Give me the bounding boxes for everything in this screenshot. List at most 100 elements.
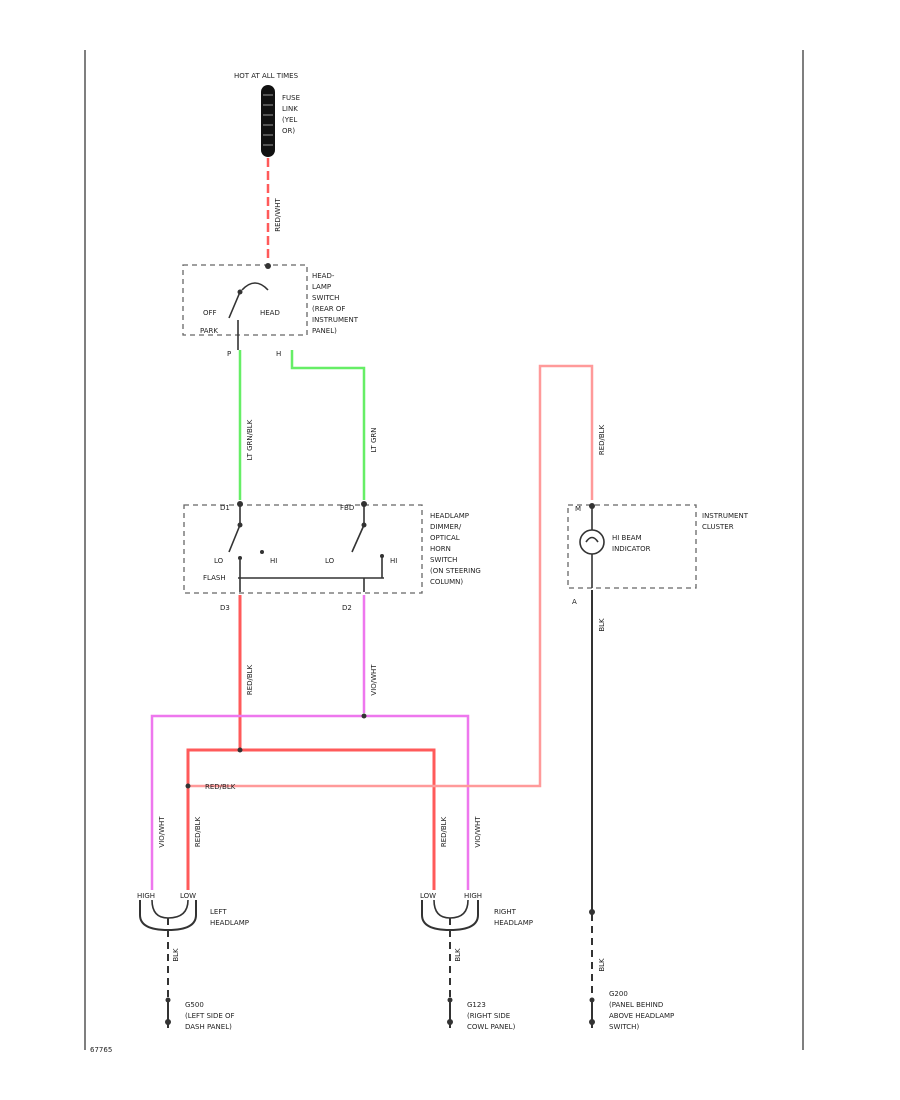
headlamp-switch-off: OFF <box>203 309 217 317</box>
dimmer-term-d1: D1 <box>220 504 230 512</box>
right-headlamp-pin-a: LOW <box>420 892 436 900</box>
wire-indicator-feed <box>188 364 594 788</box>
indicator-label-1: HI BEAM <box>612 534 642 542</box>
fuse-link <box>261 85 275 157</box>
wire-label-right-red: RED/BLK <box>440 816 448 847</box>
headlamp-switch-park: PARK <box>200 327 218 335</box>
dimmer-flash: FLASH <box>203 574 226 582</box>
terminal-p-label: P <box>227 350 231 358</box>
dimmer-left-blade <box>228 524 241 553</box>
left-headlamp-label-1: LEFT <box>210 908 227 916</box>
wire-label-right-vio: VIO/WHT <box>474 816 482 848</box>
headlamp-switch-label-6: PANEL) <box>312 327 337 335</box>
indicator-ground-splice <box>589 909 595 915</box>
ground-left-label-2: (LEFT SIDE OF <box>185 1012 235 1020</box>
indicator-label-2: INDICATOR <box>612 545 651 553</box>
hi-beam-indicator-lamp <box>579 529 605 555</box>
headlamp-switch-label-4: (REAR OF <box>312 305 345 313</box>
hot-at-all-times-label: HOT AT ALL TIMES <box>234 72 299 80</box>
dimmer-hi-left: HI <box>270 557 277 565</box>
ground-middle-terminal <box>447 1019 453 1025</box>
headlamp-switch-feed-pin <box>265 263 271 269</box>
left-headlamp-pin-b: LOW <box>180 892 196 900</box>
dimmer-label-5: SWITCH <box>430 556 457 564</box>
dimmer-lo-left: LO <box>214 557 224 565</box>
dimmer-label-3: OPTICAL <box>430 534 460 542</box>
splice-indicator-feed <box>185 783 191 789</box>
ground-middle-label-3: COWL PANEL) <box>467 1023 516 1031</box>
dimmer-hi-right: HI <box>390 557 397 565</box>
headlamp-switch-label-5: INSTRUMENT <box>312 316 359 324</box>
dimmer-left-lo-contact <box>238 556 242 560</box>
splice-violet <box>361 713 367 719</box>
splice-red <box>237 747 243 753</box>
wire-label-bus: RED/BLK <box>205 783 236 791</box>
right-headlamp-label-1: RIGHT <box>494 908 517 916</box>
cluster-term-m: M <box>575 505 581 513</box>
wire-label-fuse-to-switch: RED/WHT <box>274 198 282 232</box>
wire-label-left-ground: BLK <box>172 948 180 962</box>
ground-right-label-3: ABOVE HEADLAMP <box>609 1012 674 1020</box>
wire-violet-bus <box>150 714 470 890</box>
ground-left-pin <box>165 997 171 1003</box>
headlamp-switch-contact <box>241 282 269 291</box>
wire-switch-h-to-dimmer <box>290 350 366 500</box>
wire-label-indicator-out: BLK <box>598 618 606 632</box>
instrument-cluster-box <box>567 504 697 589</box>
wire-label-dimmer-lo: RED/BLK <box>246 664 254 695</box>
headlamp-switch-blade <box>228 291 241 319</box>
headlamp-switch-head: HEAD <box>260 309 280 317</box>
dimmer-left-hi-contact <box>260 550 264 554</box>
ground-left-label-1: G500 <box>185 1001 204 1009</box>
dimmer-term-fbd: FBD <box>340 504 354 512</box>
wire-label-left-vio: VIO/WHT <box>158 816 166 848</box>
dimmer-label-6: (ON STEERING <box>430 567 481 575</box>
wire-label-dimmer-hi: VIO/WHT <box>370 664 378 696</box>
ground-right-terminal <box>589 1019 595 1025</box>
headlamp-switch-label-1: HEAD- <box>312 272 335 280</box>
wire-label-switch-p: LT GRN/BLK <box>246 419 254 460</box>
dimmer-term-d2: D2 <box>342 604 352 612</box>
headlamp-switch-label-2: LAMP <box>312 283 331 291</box>
ground-right-label-1: G200 <box>609 990 628 998</box>
headlamp-switch-pivot <box>237 289 243 295</box>
right-headlamp-filament <box>433 899 469 919</box>
dimmer-switch-box <box>183 504 423 594</box>
wire-label-left-red: RED/BLK <box>194 816 202 847</box>
left-headlamp-filament <box>151 899 189 919</box>
ground-middle-label-2: (RIGHT SIDE <box>467 1012 510 1020</box>
left-headlamp-pin-a: HIGH <box>137 892 155 900</box>
wire-label-right-ground: BLK <box>454 948 462 962</box>
right-headlamp-pin-b: HIGH <box>464 892 482 900</box>
dimmer-lo-right: LO <box>325 557 335 565</box>
footer-code: 67765 <box>90 1046 112 1054</box>
dimmer-label-2: DIMMER/ <box>430 523 462 531</box>
fuse-link-label-2: LINK <box>282 105 298 113</box>
ground-right-pin <box>589 997 595 1003</box>
dimmer-label-7: COLUMN) <box>430 578 463 586</box>
wire-label-switch-h: LT GRN <box>370 428 378 453</box>
left-headlamp-label-2: HEADLAMP <box>210 919 249 927</box>
cluster-term-a: A <box>572 598 577 606</box>
ground-left-terminal <box>165 1019 171 1025</box>
fuse-link-label-4: OR) <box>282 127 295 135</box>
ground-right-label-2: (PANEL BEHIND <box>609 1001 663 1009</box>
headlamp-switch-label-3: SWITCH <box>312 294 339 302</box>
dimmer-label-4: HORN <box>430 545 451 553</box>
ground-middle-label-1: G123 <box>467 1001 486 1009</box>
right-headlamp-label-2: HEADLAMP <box>494 919 533 927</box>
ground-left-label-3: DASH PANEL) <box>185 1023 232 1031</box>
dimmer-label-1: HEADLAMP <box>430 512 469 520</box>
ground-right-label-4: SWITCH) <box>609 1023 639 1031</box>
cluster-label-1: INSTRUMENT <box>702 512 749 520</box>
wire-label-indicator-in: RED/BLK <box>598 424 606 455</box>
fuse-link-label-1: FUSE <box>282 94 300 102</box>
fuse-link-coil <box>263 94 273 146</box>
dimmer-right-blade <box>351 524 365 553</box>
hi-beam-indicator-filament <box>585 536 599 543</box>
wire-red-bus <box>186 748 436 890</box>
ground-middle-pin <box>447 997 453 1003</box>
headlamp-switch-box <box>182 264 308 336</box>
wire-label-indicator-ground: BLK <box>598 958 606 972</box>
